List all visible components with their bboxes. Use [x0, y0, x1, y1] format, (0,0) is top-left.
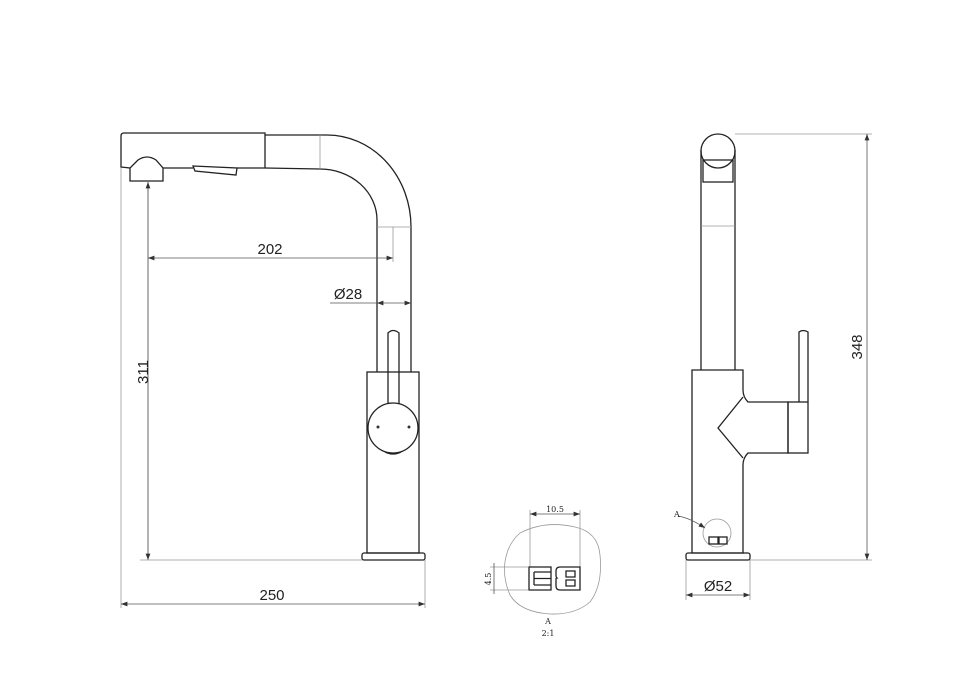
spout-pipe	[264, 134, 412, 372]
dim-label-28: Ø28	[334, 286, 362, 303]
spout-pipe-side	[700, 150, 736, 370]
dim-label-10-5: 10.5	[546, 505, 564, 514]
spout-head	[120, 132, 266, 169]
screw-dot	[376, 425, 380, 429]
detail-callout-label: A	[673, 510, 680, 519]
handle-hub	[367, 402, 419, 454]
spout-head-end	[700, 133, 736, 169]
handle-cap	[787, 401, 809, 454]
handle-lever	[387, 329, 400, 404]
detail-label: A	[544, 617, 551, 626]
dim-label-52: Ø52	[704, 578, 732, 595]
screw-dot	[407, 425, 411, 429]
side-view: A 348 Ø52	[673, 133, 872, 600]
hub-mark	[384, 451, 402, 455]
front-view: 202 Ø28 311 250	[120, 132, 426, 608]
detail-scale: 2:1	[542, 629, 555, 638]
body-notch	[717, 396, 744, 459]
detail-view-a: 10.5 4.5 A 2:1	[484, 505, 601, 638]
tap-base	[361, 552, 426, 561]
tap-body-side	[691, 369, 789, 554]
detail-callout-circle	[702, 518, 732, 548]
spray-button	[192, 165, 238, 176]
tap-base-side	[685, 552, 751, 561]
dim-label-348: 348	[849, 334, 866, 359]
marking-e	[528, 566, 552, 591]
dim-label-311: 311	[135, 360, 152, 384]
dim-label-250: 250	[259, 587, 284, 604]
detail-boundary	[504, 524, 601, 615]
dim-label-4-5: 4.5	[484, 573, 493, 586]
handle-lever-side	[798, 329, 809, 402]
dim-label-202: 202	[257, 241, 282, 258]
tap-body	[366, 371, 420, 554]
marking-b	[555, 566, 581, 591]
spray-nozzle	[129, 156, 164, 182]
